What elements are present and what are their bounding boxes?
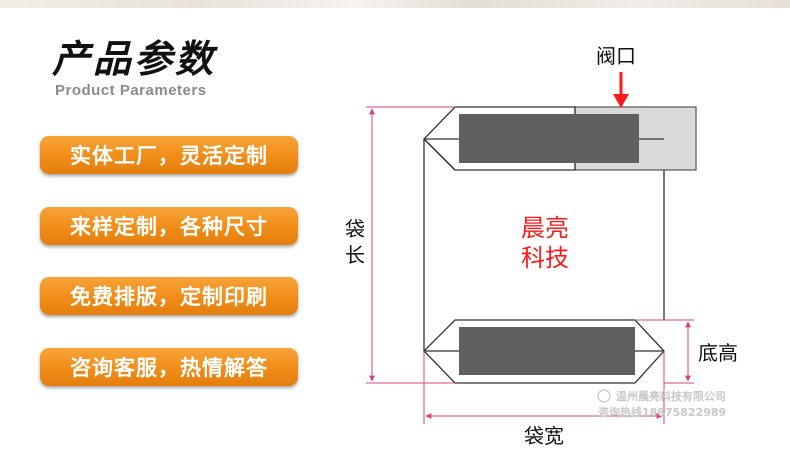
width-label: 袋宽	[524, 424, 564, 448]
feature-badge-sizes: 来样定制，各种尺寸	[40, 207, 298, 245]
brand-text-line1: 晨亮	[521, 214, 569, 242]
brand-text-line2: 科技	[521, 244, 569, 272]
valve-arrow-icon	[613, 94, 629, 108]
valve-label: 阀口	[596, 44, 636, 68]
section-title: 产品参数	[52, 36, 217, 81]
feature-badge-factory: 实体工厂，灵活定制	[40, 136, 298, 174]
top-panel	[459, 114, 639, 163]
watermark-logo-icon	[597, 389, 611, 403]
watermark: 温州晨亮科技有限公司 咨询热线18875822989	[597, 389, 726, 419]
feature-badge-printing: 免费排版，定制印刷	[40, 277, 298, 315]
watermark-company: 温州晨亮科技有限公司	[616, 389, 726, 403]
watermark-hotline: 咨询热线18875822989	[598, 405, 726, 419]
feature-badge-service: 咨询客服，热情解答	[40, 348, 298, 386]
bottom-height-label: 底高	[698, 341, 738, 365]
section-subtitle: Product Parameters	[55, 82, 207, 99]
length-label-top: 袋	[345, 217, 365, 241]
bottom-height-dimension	[635, 319, 694, 384]
bottom-panel	[459, 327, 635, 375]
length-label-bottom: 长	[345, 243, 365, 267]
top-banner-strip	[0, 0, 790, 8]
length-dimension	[366, 106, 455, 384]
width-dimension	[423, 351, 665, 424]
